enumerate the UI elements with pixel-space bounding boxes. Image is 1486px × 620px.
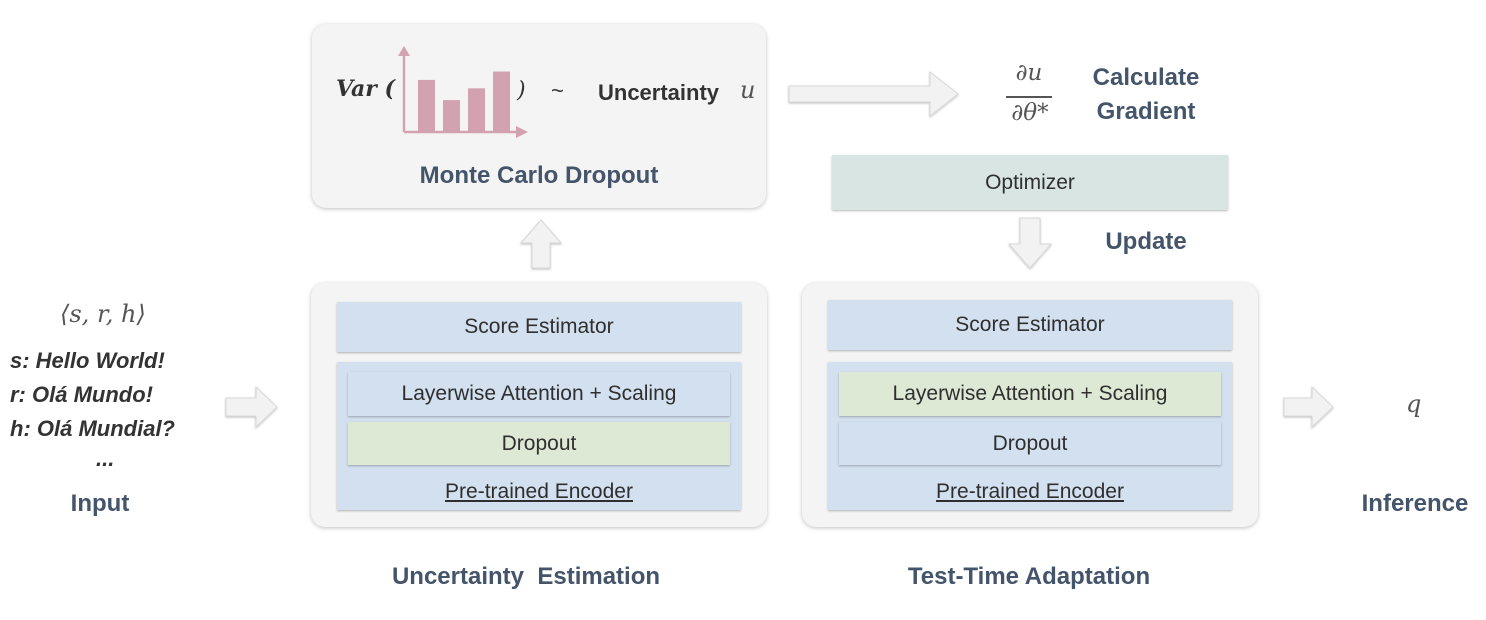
arrow-up-icon — [519, 219, 563, 269]
arrow-right-icon — [788, 70, 959, 118]
input-tuple: ⟨s, r, h⟩ — [60, 300, 146, 328]
input-line-ellipsis: ... — [96, 446, 115, 471]
monte-carlo-panel — [312, 24, 766, 208]
pretrained-encoder-right: Pre-trained Encoder — [936, 480, 1124, 503]
uncertainty-estimation-caption: Uncertainty Estimation — [391, 563, 661, 590]
histogram-y-arrow — [398, 46, 410, 56]
input-line-r: r: Olá Mundo! — [10, 382, 153, 407]
arrow-right-icon — [225, 385, 278, 429]
score-estimator-left: Score Estimator — [337, 302, 741, 352]
update-label: Update — [1105, 228, 1187, 255]
score-estimator-right: Score Estimator — [828, 300, 1232, 350]
gradient-label-line2: Gradient — [1096, 98, 1196, 125]
test-time-adaptation-caption: Test-Time Adaptation — [907, 563, 1151, 590]
monte-carlo-title: Monte Carlo Dropout — [419, 162, 659, 189]
inference-label: Inference — [1361, 490, 1469, 517]
attention-scaling-right: Layerwise Attention + Scaling — [839, 372, 1221, 416]
var-label: Var ( — [336, 76, 395, 102]
tilde: ~ — [551, 78, 564, 103]
optimizer-box: Optimizer — [832, 155, 1228, 210]
dropout-left: Dropout — [348, 422, 730, 465]
pretrained-encoder-left: Pre-trained Encoder — [445, 480, 633, 503]
gradient-label-line1: Calculate — [1092, 64, 1200, 91]
uncertainty-text: Uncertainty — [598, 80, 720, 105]
gradient-denominator: ∂θ* — [1011, 100, 1049, 126]
arrow-down-icon — [1007, 217, 1053, 269]
fraction-line — [1006, 96, 1052, 98]
gradient-numerator: ∂u — [1015, 60, 1043, 86]
u-symbol: u — [740, 76, 756, 104]
input-line-h: h: Olá Mundial? — [10, 416, 175, 441]
input-label: Input — [70, 490, 130, 517]
attention-scaling-left: Layerwise Attention + Scaling — [348, 372, 730, 416]
histogram-bar — [468, 88, 485, 132]
histogram-bar — [443, 100, 460, 132]
histogram-x-arrow — [516, 126, 528, 138]
histogram-chart — [398, 46, 528, 138]
arrow-right-icon — [1283, 385, 1334, 429]
histogram-bar — [493, 71, 510, 132]
dropout-right: Dropout — [839, 422, 1221, 465]
close-paren: ) — [517, 78, 526, 103]
histogram-bar — [418, 79, 435, 132]
output-q: q — [1406, 390, 1422, 418]
input-line-s: s: Hello World! — [10, 348, 165, 373]
